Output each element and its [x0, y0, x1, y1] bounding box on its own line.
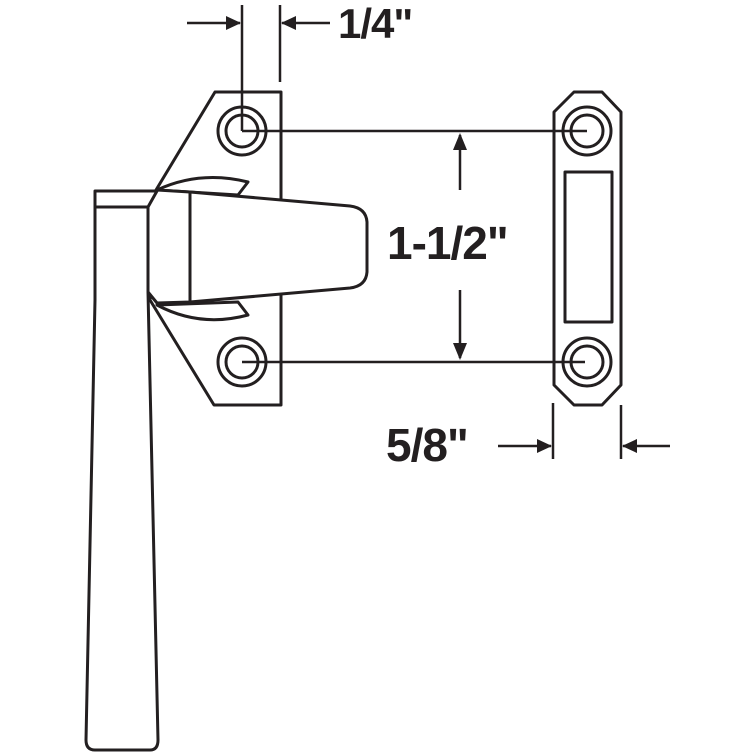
keeper: [552, 90, 623, 407]
dimension-five-eighths-inch: [498, 403, 670, 459]
dimension-one-and-half-inch: [242, 129, 587, 364]
dimension-label-hole-offset: 1/4": [338, 0, 413, 47]
cam-arcs: [155, 176, 250, 322]
lever-head: [146, 188, 369, 305]
dimension-label-keeper-width: 5/8": [386, 419, 469, 471]
dimension-label-hole-spacing: 1-1/2": [387, 217, 509, 269]
handle: [84, 189, 160, 752]
dimension-quarter-inch: [187, 5, 330, 131]
